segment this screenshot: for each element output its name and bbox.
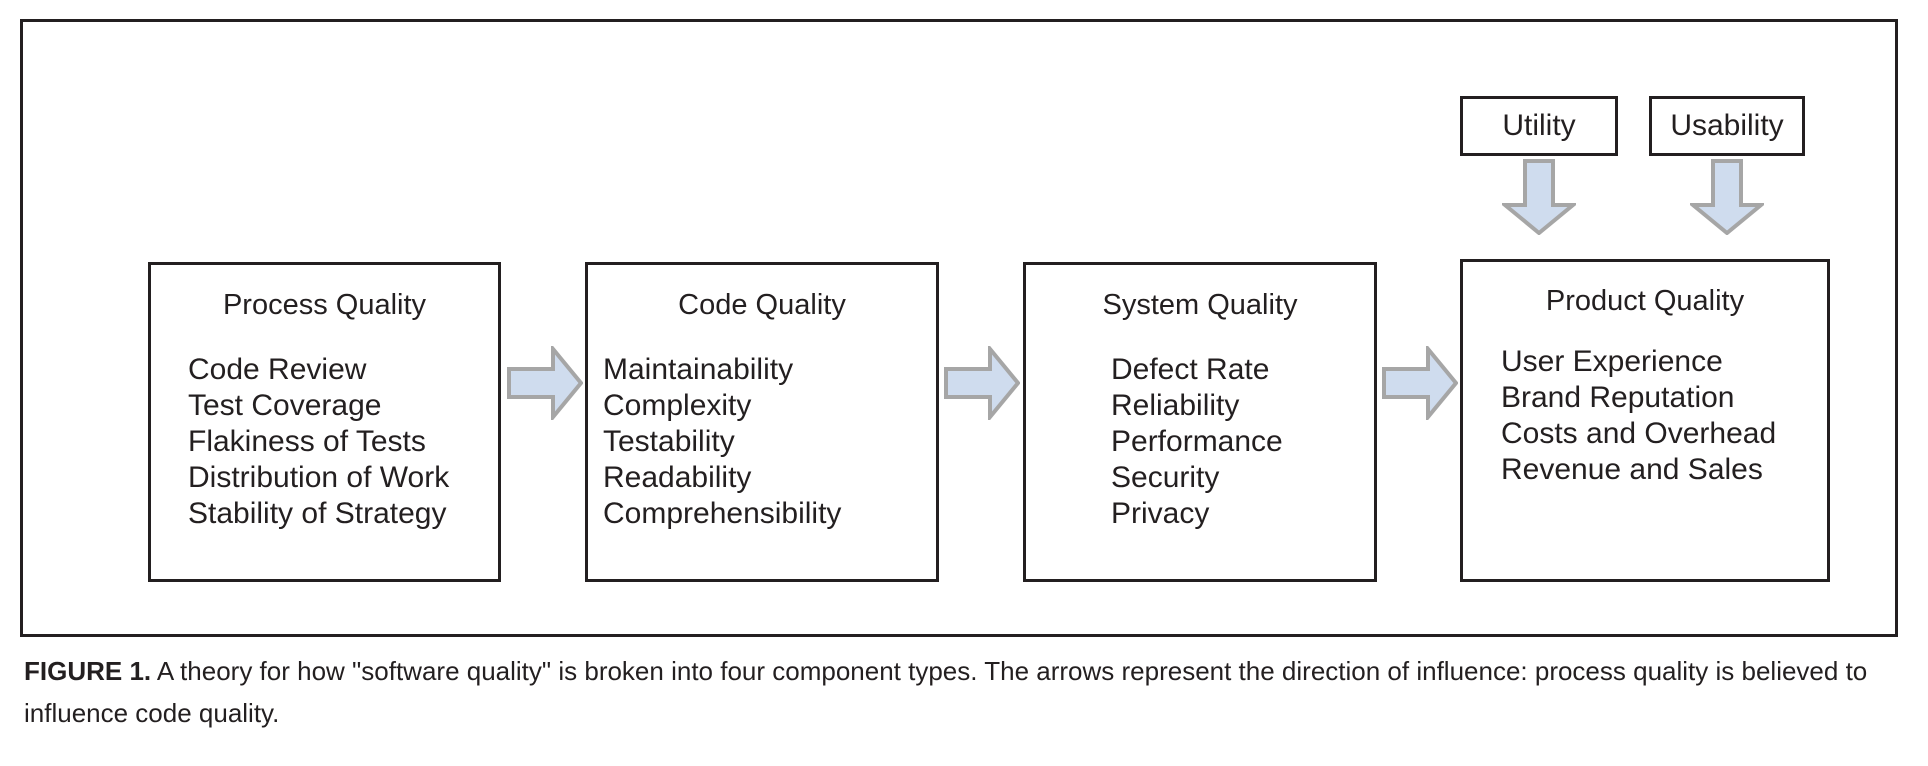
figure-caption: FIGURE 1. A theory for how "software qua… xyxy=(24,650,1904,734)
list-item: Test Coverage xyxy=(188,389,382,422)
arrow-down-icon-usability-to-product xyxy=(1690,159,1764,235)
list-item: Testability xyxy=(603,425,735,458)
list-item: User Experience xyxy=(1501,345,1723,378)
node-title-product-quality: Product Quality xyxy=(1545,285,1745,317)
list-item: Stability of Strategy xyxy=(188,497,447,530)
node-title-system-quality: System Quality xyxy=(1102,289,1298,321)
list-item: Comprehensibility xyxy=(603,497,842,530)
node-title-utility: Utility xyxy=(1502,109,1576,142)
list-item: Security xyxy=(1111,461,1220,494)
list-item: Revenue and Sales xyxy=(1501,453,1763,486)
node-title-process-quality: Process Quality xyxy=(222,289,427,321)
list-item: Maintainability xyxy=(603,353,794,386)
list-item: Privacy xyxy=(1111,497,1210,530)
arrow-right-icon-process-to-code xyxy=(507,346,583,420)
figure-frame: Process Quality Code Review Test Coverag… xyxy=(20,19,1898,637)
node-title-code-quality: Code Quality xyxy=(678,289,846,321)
node-box-code-quality: Code Quality Maintainability Complexity … xyxy=(585,262,939,582)
figure-caption-text: A theory for how "software quality" is b… xyxy=(24,656,1868,728)
list-item: Costs and Overhead xyxy=(1501,417,1777,450)
node-box-system-quality: System Quality Defect Rate Reliability P… xyxy=(1023,262,1377,582)
node-list-code-quality: Maintainability Complexity Testability R… xyxy=(588,352,936,532)
list-item: Readability xyxy=(603,461,752,494)
list-item: Flakiness of Tests xyxy=(188,425,426,458)
list-item: Complexity xyxy=(603,389,752,422)
figure-caption-label: FIGURE 1. xyxy=(24,656,152,686)
list-item: Distribution of Work xyxy=(188,461,450,494)
arrow-right-icon-system-to-product xyxy=(1382,346,1458,420)
node-list-product-quality: User Experience Brand Reputation Costs a… xyxy=(1463,344,1827,488)
list-item: Code Review xyxy=(188,353,367,386)
arrow-right-icon-code-to-system xyxy=(944,346,1020,420)
node-list-system-quality: Defect Rate Reliability Performance Secu… xyxy=(1026,352,1374,532)
node-box-usability: Usability xyxy=(1649,96,1805,156)
list-item: Performance xyxy=(1111,425,1283,458)
arrow-down-icon-utility-to-product xyxy=(1502,159,1576,235)
list-item: Defect Rate xyxy=(1111,353,1270,386)
node-list-process-quality: Code Review Test Coverage Flakiness of T… xyxy=(151,352,498,532)
node-box-product-quality: Product Quality User Experience Brand Re… xyxy=(1460,259,1830,582)
node-title-usability: Usability xyxy=(1670,109,1784,142)
node-box-process-quality: Process Quality Code Review Test Coverag… xyxy=(148,262,501,582)
list-item: Reliability xyxy=(1111,389,1240,422)
node-box-utility: Utility xyxy=(1460,96,1618,156)
list-item: Brand Reputation xyxy=(1501,381,1735,414)
